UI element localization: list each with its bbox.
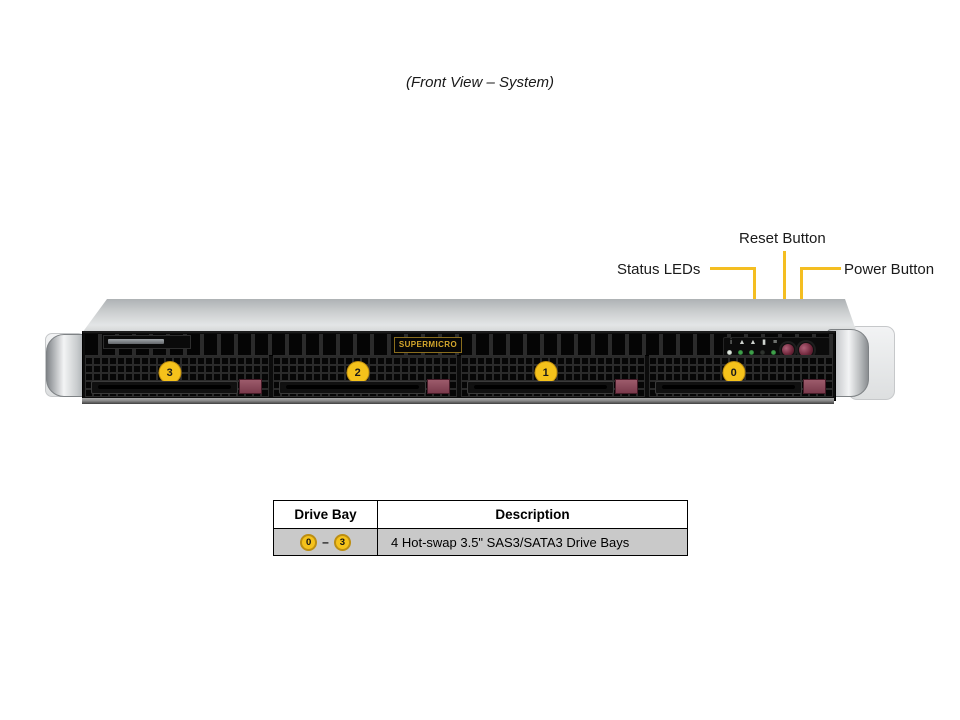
table-header-row: Drive Bay Description [273, 500, 688, 529]
status-led [749, 350, 754, 355]
drive-tray-handle [279, 381, 426, 394]
bay-range-end-badge: 3 [333, 533, 351, 551]
drive-tray-latch [615, 379, 638, 394]
drive-tray-handle [655, 381, 802, 394]
figure-title: (Front View – System) [405, 74, 555, 91]
overheat-icon: ▲ [749, 339, 757, 346]
status-leds-label: Status LEDs [617, 261, 701, 278]
chassis-bottom-edge [82, 398, 834, 404]
status-led [760, 350, 765, 355]
bay-range-separator: – [322, 535, 329, 549]
description-cell: 4 Hot-swap 3.5" SAS3/SATA3 Drive Bays [377, 528, 688, 556]
drive-tray-handle [91, 381, 238, 394]
bay-number-badge: 0 [722, 361, 746, 384]
status-callout-line [710, 267, 756, 270]
drive-bay-row: 3 2 1 0 [85, 355, 833, 397]
info-icon: i [730, 339, 732, 346]
reset-callout-line [783, 251, 786, 342]
status-icon-row: i ▲ ▲ ▮ ≡ [727, 338, 779, 348]
table-row: 0 – 3 4 Hot-swap 3.5" SAS3/SATA3 Drive B… [273, 528, 688, 556]
status-led [771, 350, 776, 355]
supermicro-logo: SUPERMICRO [394, 337, 462, 353]
drive-tray-latch [427, 379, 450, 394]
status-led-row [727, 350, 776, 355]
drive-tray-latch [803, 379, 826, 394]
drive-tray-handle [467, 381, 614, 394]
power-callout-line [801, 267, 841, 270]
bay-range-start-badge: 0 [300, 533, 318, 551]
drive-bay-header: Drive Bay [273, 500, 378, 529]
status-led [727, 350, 732, 355]
drive-bay-1: 1 [461, 355, 645, 397]
drive-bay-0: 0 [649, 355, 833, 397]
power-fail-icon: ▲ [738, 339, 746, 346]
drive-bay-2: 2 [273, 355, 457, 397]
chassis-top-cover [82, 299, 857, 333]
drive-bay-3: 3 [85, 355, 269, 397]
nic-activity-icon: ≡ [772, 339, 778, 346]
drive-tray-latch [239, 379, 262, 394]
slim-drive-blank [108, 339, 164, 344]
description-header: Description [377, 500, 688, 529]
power-button-label: Power Button [844, 261, 935, 278]
server-front-view: SUPERMICRO i ▲ ▲ ▮ ≡ [45, 296, 895, 406]
status-led [738, 350, 743, 355]
drive-bay-range-cell: 0 – 3 [273, 528, 378, 556]
hdd-activity-icon: ▮ [762, 339, 766, 346]
drive-bay-table: Drive Bay Description 0 – 3 4 Hot-swap 3… [273, 500, 688, 556]
slim-drive-bay [103, 335, 191, 349]
front-bezel: SUPERMICRO i ▲ ▲ ▮ ≡ [82, 331, 836, 401]
reset-button-label: Reset Button [739, 230, 826, 247]
